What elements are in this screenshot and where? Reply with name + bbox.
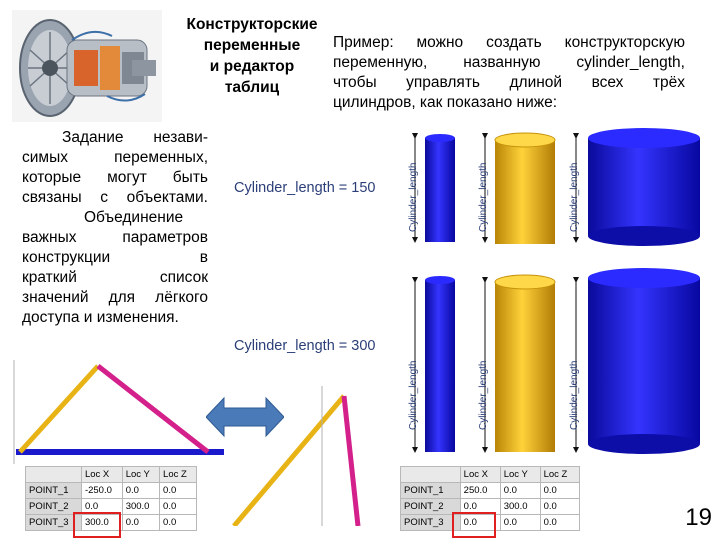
side-line: конструкции в xyxy=(22,249,208,266)
side-paragraph: Задание незави- симых переменных, которы… xyxy=(22,128,208,328)
title-line: переменные xyxy=(203,37,301,54)
turbine-engine-image xyxy=(12,10,162,122)
table-cell: POINT_1 xyxy=(25,482,82,499)
table-cell: POINT_3 xyxy=(400,514,461,531)
table-cell[interactable]: 0.0 xyxy=(539,498,581,515)
intro-line: переменную, названную cylinder_length, xyxy=(333,54,685,71)
table-cell[interactable]: 0.0 xyxy=(159,482,197,499)
cylinder-row-150 xyxy=(412,128,700,246)
title-line: таблиц xyxy=(224,79,280,96)
dimension-label: Cylinder_length xyxy=(478,162,489,233)
intro-paragraph: Пример: можно создать конструкторскую пе… xyxy=(333,33,685,113)
table-cell[interactable]: 300.0 xyxy=(121,498,161,515)
formula-300: Cylinder_length = 300 xyxy=(234,338,376,354)
intro-line: Пример: можно создать конструкторскую xyxy=(333,34,685,51)
table-row: POINT_1 250.0 0.0 0.0 xyxy=(400,482,581,499)
formula-150: Cylinder_length = 150 xyxy=(234,180,376,196)
intro-line: чтобы управлять длиной всех трёх xyxy=(333,74,685,91)
table-cell[interactable]: 0.0 xyxy=(159,514,197,531)
table-cell[interactable]: 250.0 xyxy=(459,482,501,499)
dimension-label: Cylinder_length xyxy=(408,162,419,233)
triangle-sketch-left xyxy=(13,360,224,464)
table-header: Loc X xyxy=(459,466,501,483)
table-cell[interactable]: 0.0 xyxy=(121,482,161,499)
table-cell: POINT_2 xyxy=(400,498,461,515)
loc-table-right: Loc X Loc Y Loc Z POINT_1 250.0 0.0 0.0 … xyxy=(400,466,581,531)
title-line: и редактор xyxy=(209,58,295,75)
side-line: симых переменных, xyxy=(22,149,208,166)
table-row: POINT_2 0.0 300.0 0.0 xyxy=(25,498,197,515)
table-row: POINT_3 0.0 0.0 0.0 xyxy=(400,514,581,531)
table-cell[interactable]: 0.0 xyxy=(539,514,581,531)
table-cell[interactable]: 0.0 xyxy=(539,482,581,499)
table-header: Loc Z xyxy=(159,466,197,483)
page-number: 19 xyxy=(685,504,712,531)
title-line: Конструкторские xyxy=(186,16,318,33)
side-line: значений для лёгкого xyxy=(22,289,208,306)
table-cell[interactable]: 0.0 xyxy=(459,514,501,531)
side-line: Объединение xyxy=(84,209,184,226)
intro-line: цилиндров, как показано ниже: xyxy=(333,94,558,111)
table-header-row: Loc X Loc Y Loc Z xyxy=(400,466,581,483)
table-cell: POINT_3 xyxy=(25,514,82,531)
table-cell[interactable]: -250.0 xyxy=(80,482,123,499)
highlight-box-right xyxy=(452,512,496,538)
slide-title: Конструкторские переменные и редактор та… xyxy=(168,14,336,98)
table-cell[interactable]: 0.0 xyxy=(459,498,501,515)
table-header: Loc Y xyxy=(499,466,541,483)
table-cell[interactable]: 300.0 xyxy=(499,498,541,515)
side-line: краткий список xyxy=(22,269,208,286)
table-header-row: Loc X Loc Y Loc Z xyxy=(25,466,197,483)
dimension-label: Cylinder_length xyxy=(478,360,489,431)
dimension-label: Cylinder_length xyxy=(408,360,419,431)
side-line: Задание незави- xyxy=(62,129,208,146)
cylinder-row-300 xyxy=(412,268,700,454)
table-header: Loc Z xyxy=(539,466,581,483)
loc-table-left: Loc X Loc Y Loc Z POINT_1 -250.0 0.0 0.0… xyxy=(25,466,197,531)
side-line: важных параметров xyxy=(22,229,208,246)
table-cell[interactable]: 300.0 xyxy=(80,514,123,531)
highlight-box-left xyxy=(73,512,121,538)
triangle-sketch-right xyxy=(232,386,361,526)
cylinders-figure xyxy=(412,128,700,454)
double-arrow-icon xyxy=(206,396,284,438)
table-header: Loc X xyxy=(80,466,123,483)
table-cell: POINT_2 xyxy=(25,498,82,515)
table-cell[interactable]: 0.0 xyxy=(121,514,161,531)
side-line: доступа и изменения. xyxy=(22,309,179,326)
table-header xyxy=(400,466,461,483)
table-row: POINT_2 0.0 300.0 0.0 xyxy=(400,498,581,515)
side-line: которые могут быть xyxy=(22,169,208,186)
table-row: POINT_1 -250.0 0.0 0.0 xyxy=(25,482,197,499)
table-header xyxy=(25,466,82,483)
table-cell[interactable]: 0.0 xyxy=(80,498,123,515)
table-cell[interactable]: 0.0 xyxy=(499,514,541,531)
dimension-label: Cylinder_length xyxy=(569,162,580,233)
table-cell[interactable]: 0.0 xyxy=(499,482,541,499)
table-cell[interactable]: 0.0 xyxy=(159,498,197,515)
table-cell: POINT_1 xyxy=(400,482,461,499)
table-header: Loc Y xyxy=(121,466,161,483)
dimension-label: Cylinder_length xyxy=(569,360,580,431)
side-line: связаны с объектами. xyxy=(22,189,208,206)
table-row: POINT_3 300.0 0.0 0.0 xyxy=(25,514,197,531)
